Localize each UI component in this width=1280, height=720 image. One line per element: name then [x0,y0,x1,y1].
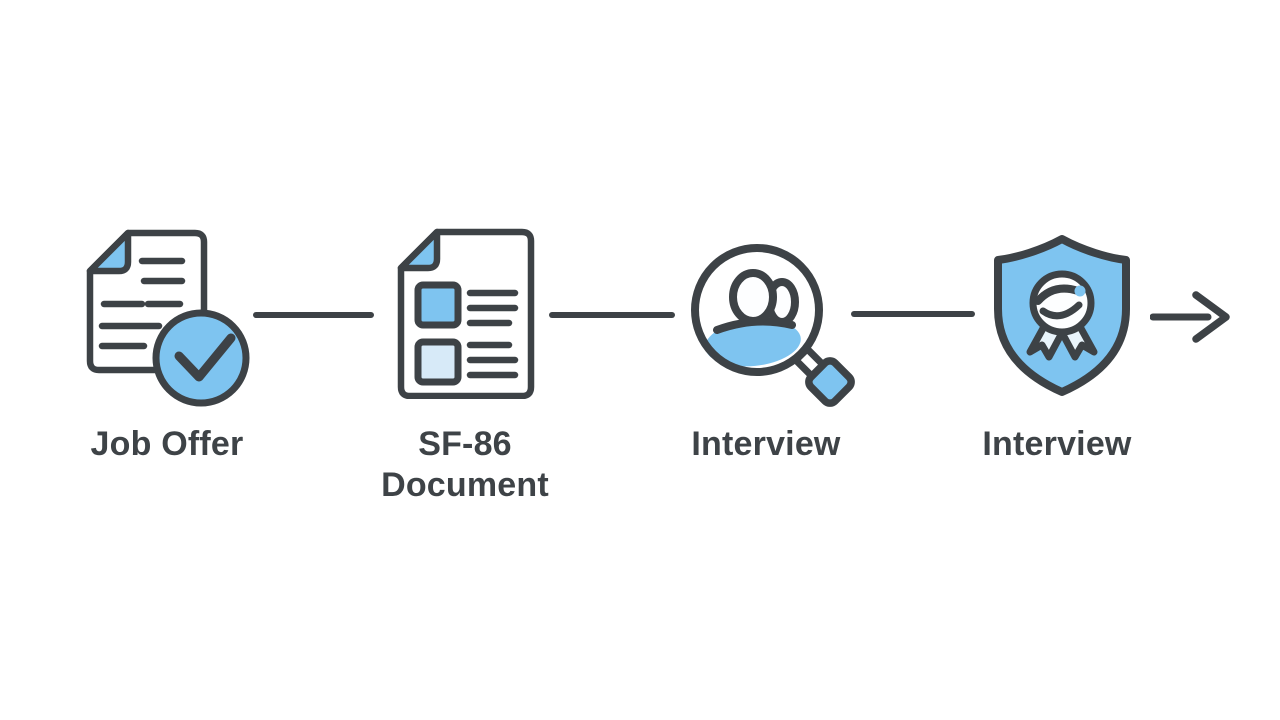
shield-badge-icon [994,235,1130,396]
connector-line [253,312,374,318]
step-label-interview-2: Interview [982,425,1132,463]
step-label-interview-1: Interview [691,425,841,463]
form-document-icon [397,228,535,399]
step-label-sf86-document: SF-86 Document [381,425,549,505]
connector-line [851,311,975,317]
document-check-icon [86,229,250,407]
connector-line [549,312,675,318]
magnifier-person-icon [691,244,855,407]
arrow-right-icon [1150,291,1230,343]
step-label-job-offer: Job Offer [90,425,244,463]
